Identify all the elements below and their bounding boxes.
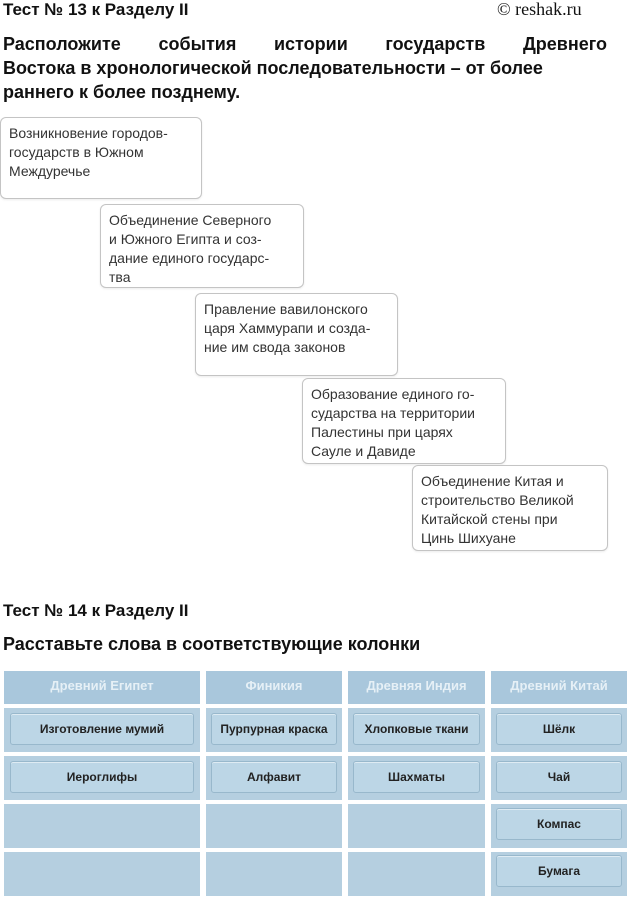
word-chip-mummies[interactable]: Изготовление мумий	[10, 713, 194, 745]
test13-instruction-line-2: Востока в хронологической последовательн…	[3, 58, 543, 78]
event-card[interactable]: Объединение Китая и строительство Велико…	[412, 465, 608, 551]
word-chip-tea[interactable]: Чай	[496, 761, 622, 793]
drop-cell[interactable]	[206, 852, 342, 896]
watermark: © reshak.ru	[497, 0, 582, 19]
event-line: Объединение Северного	[109, 212, 272, 228]
word-chip-paper[interactable]: Бумага	[496, 855, 622, 887]
event-line: Палестины при царях	[311, 424, 453, 440]
drop-cell[interactable]	[206, 804, 342, 848]
event-line: строительство Великой	[421, 492, 574, 508]
event-line: ние им свода законов	[204, 339, 346, 355]
event-card[interactable]: Объединение Северного и Южного Египта и …	[100, 204, 304, 288]
event-line: царя Хаммурапи и созда-	[204, 320, 371, 336]
event-line: Образование единого го-	[311, 386, 475, 402]
event-line: Междуречье	[9, 163, 91, 179]
drop-cell[interactable]	[348, 804, 485, 848]
drop-cell[interactable]	[4, 804, 200, 848]
word-chip-chess[interactable]: Шахматы	[353, 761, 480, 793]
drop-cell[interactable]	[348, 852, 485, 896]
test14-instruction: Расставьте слова в соответствующие колон…	[3, 634, 421, 654]
event-line: Цинь Шихуане	[421, 530, 516, 546]
test14-title: Тест № 14 к Разделу II	[3, 601, 189, 620]
word-chip-compass[interactable]: Компас	[496, 808, 622, 840]
column-header-phoenicia: Финикия	[206, 671, 342, 704]
test13-title: Тест № 13 к Разделу II	[3, 0, 189, 19]
event-line: тва	[109, 269, 131, 285]
event-line: дание единого государс-	[109, 250, 270, 266]
event-line: Китайской стены при	[421, 511, 558, 527]
word-chip-cotton[interactable]: Хлопковые ткани	[353, 713, 480, 745]
event-line: Возникновение городов-	[9, 125, 168, 141]
column-header-india: Древняя Индия	[348, 671, 485, 704]
event-card[interactable]: Возникновение городов- государств в Южно…	[0, 117, 202, 199]
event-line: Сауле и Давиде	[311, 443, 416, 459]
event-card[interactable]: Образование единого го- сударства на тер…	[302, 378, 506, 464]
test13-instruction-line-1: Расположите события истории государств Д…	[3, 34, 607, 54]
drop-cell[interactable]	[4, 852, 200, 896]
event-line: государств в Южном	[9, 144, 144, 160]
word-chip-hieroglyphs[interactable]: Иероглифы	[10, 761, 194, 793]
column-header-china: Древний Китай	[491, 671, 627, 704]
word-chip-alphabet[interactable]: Алфавит	[211, 761, 337, 793]
event-line: сударства на территории	[311, 405, 475, 421]
event-line: Правление вавилонского	[204, 301, 368, 317]
word-chip-purple-dye[interactable]: Пурпурная краска	[211, 713, 337, 745]
column-header-egypt: Древний Египет	[4, 671, 200, 704]
test13-instruction-line-3: раннего к более позднему.	[3, 82, 241, 102]
event-card[interactable]: Правление вавилонского царя Хаммурапи и …	[195, 293, 398, 376]
event-line: и Южного Египта и соз-	[109, 231, 262, 247]
word-chip-silk[interactable]: Шёлк	[496, 713, 622, 745]
event-line: Объединение Китая и	[421, 473, 564, 489]
